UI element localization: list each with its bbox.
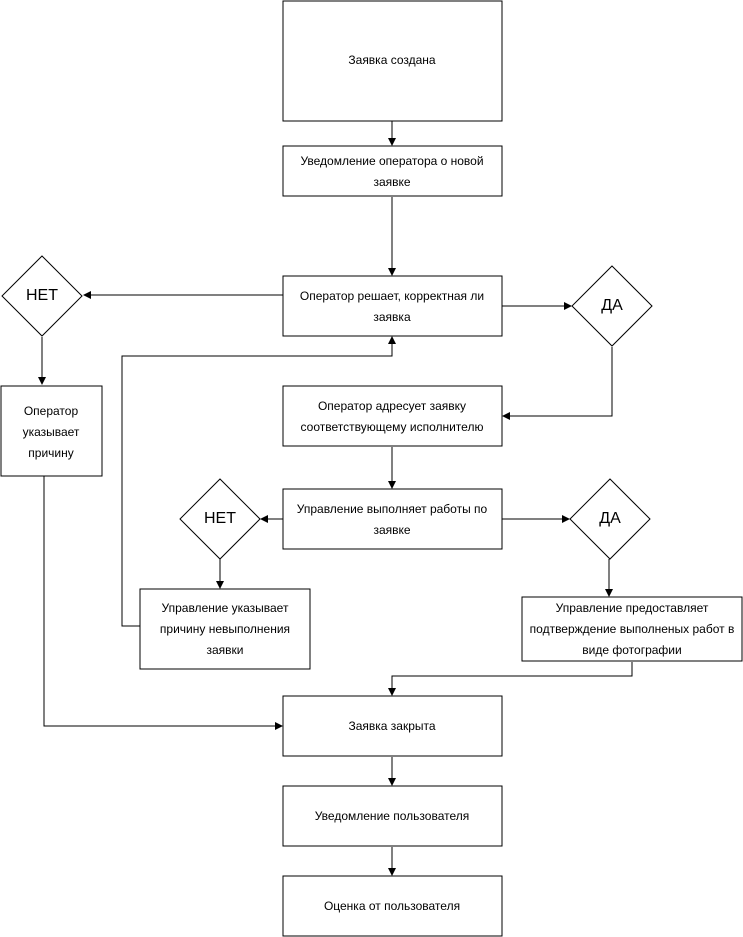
node-management-works: Управление выполняет работы по заявке <box>282 488 503 550</box>
node-notify-user-line-1: Уведомление пользователя <box>315 809 470 823</box>
node-management-photo-line-2: подтверждение выполненых работ в <box>530 622 735 636</box>
decision-no-2: НЕТ <box>179 478 261 560</box>
node-request-created: Заявка создана <box>282 0 503 122</box>
node-operator-reason: Оператор указывает причину <box>0 385 103 477</box>
node-operator-assigns-line-2: соответствующему исполнителю <box>301 420 484 434</box>
node-operator-assigns-line-1: Оператор адресует заявку <box>318 399 466 413</box>
node-user-rating-line-1: Оценка от пользователя <box>324 899 460 913</box>
node-management-photo-line-1: Управление предоставляет <box>556 601 709 615</box>
node-operator-assigns: Оператор адресует заявку соответствующем… <box>282 385 503 447</box>
decision-yes-2: ДА <box>569 478 651 560</box>
node-management-reason-line-1: Управление указывает <box>162 601 289 615</box>
node-management-photo-line-3: виде фотографии <box>582 643 681 657</box>
node-request-closed: Заявка закрыта <box>282 695 503 757</box>
decision-no-2-label: НЕТ <box>204 510 236 527</box>
node-request-closed-line-1: Заявка закрыта <box>348 719 435 733</box>
edge-mgmt-reason-to-decides <box>121 336 396 627</box>
node-management-reason: Управление указывает причину невыполнени… <box>139 588 311 670</box>
node-notify-user: Уведомление пользователя <box>282 785 503 847</box>
node-management-photo: Управление предоставляет подтверждение в… <box>521 596 743 662</box>
node-notify-operator: Уведомление оператора о новой заявке <box>282 145 503 197</box>
node-operator-reason-line-1: Оператор <box>24 404 79 418</box>
node-operator-decides-line-1: Оператор решает, корректная ли <box>300 289 484 303</box>
node-user-rating: Оценка от пользователя <box>282 875 503 937</box>
node-management-works-line-1: Управление выполняет работы по <box>297 502 488 516</box>
node-management-reason-line-3: заявки <box>206 643 243 657</box>
node-operator-reason-line-3: причину <box>28 446 73 460</box>
edge-reason-to-closed <box>43 476 283 730</box>
node-management-reason-line-2: причину невыполнения <box>160 622 290 636</box>
edge-yes1-to-assigns <box>502 347 613 420</box>
edge-photo-to-closed <box>388 662 633 696</box>
edges <box>38 121 633 876</box>
node-notify-operator-line-1: Уведомление оператора о новой <box>300 154 483 168</box>
node-operator-decides-line-2: заявка <box>373 310 411 324</box>
decision-yes-1: ДА <box>571 265 653 347</box>
node-notify-operator-line-2: заявке <box>373 175 410 189</box>
decision-yes-2-label: ДА <box>599 510 621 527</box>
node-request-created-line-1: Заявка создана <box>348 53 436 67</box>
decision-no-1: НЕТ <box>1 255 83 337</box>
node-operator-decides: Оператор решает, корректная ли заявка <box>282 275 503 337</box>
node-management-works-line-2: заявке <box>373 523 410 537</box>
decision-yes-1-label: ДА <box>601 297 623 314</box>
node-operator-reason-line-2: указывает <box>23 425 80 439</box>
decision-no-1-label: НЕТ <box>26 287 58 304</box>
